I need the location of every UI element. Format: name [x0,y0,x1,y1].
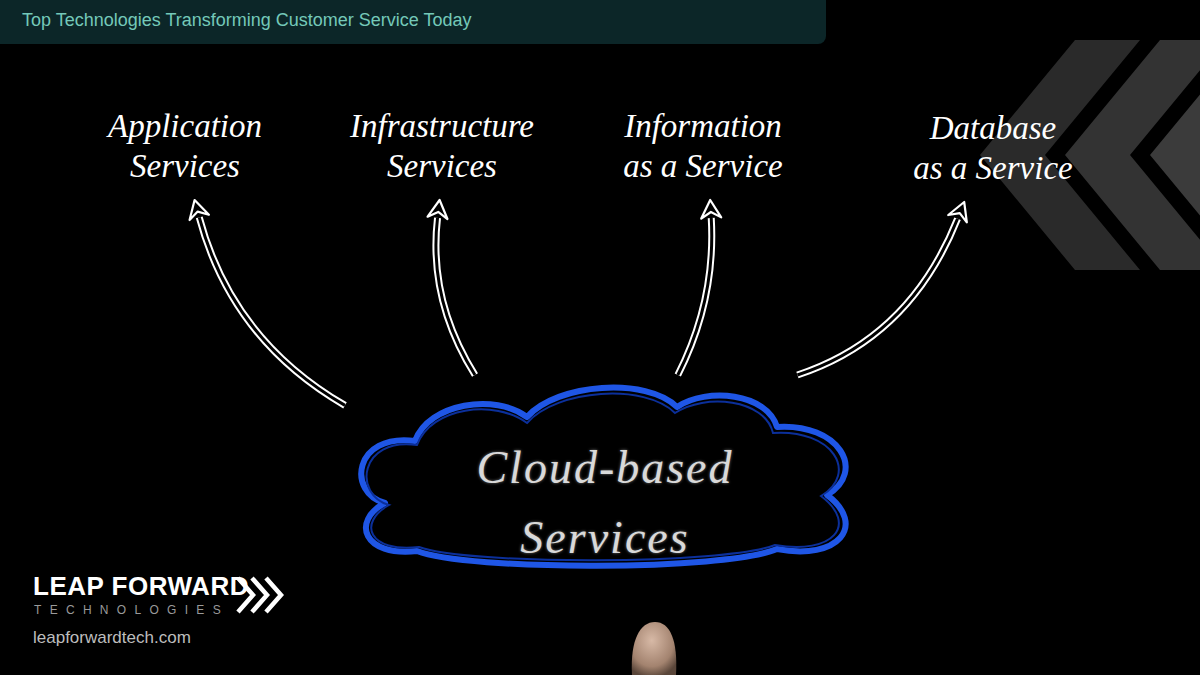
cloud-label: Cloud-based Services [435,433,775,573]
arrow-head [190,200,209,220]
logo-name: LEAP FORWARD [33,571,249,602]
service-label: Database as a Service [873,108,1113,188]
title-text: Top Technologies Transforming Customer S… [22,10,472,31]
title-banner: Top Technologies Transforming Customer S… [0,0,826,44]
service-node: Information as a Service [583,100,823,200]
arrow-shaft-fill [199,217,345,405]
cloud-node: Cloud-based Services [345,375,865,565]
service-label: Information as a Service [583,106,823,186]
arrow-shaft-outline [678,218,712,375]
website-url: leapforwardtech.com [33,628,191,648]
service-node: Application Services [65,100,305,200]
arrow-shaft-outline [436,218,475,375]
arrow-head [428,200,448,219]
arrow-shaft-fill [436,218,475,375]
arrow-shaft-outline [199,217,345,405]
arrow-shaft-outline [797,219,957,375]
logo-subtitle: TECHNOLOGIES [34,603,229,617]
service-node: Database as a Service [873,102,1113,202]
connector-arrow [678,200,721,375]
connector-arrow [797,202,966,375]
connector-arrow [428,200,475,375]
arrow-shaft-fill [678,218,712,375]
service-label: Application Services [65,106,305,186]
finger-tip [632,622,677,675]
connector-arrow [190,200,345,405]
service-label: Infrastructure Services [322,106,562,186]
service-node: Infrastructure Services [322,100,562,200]
arrow-head [948,202,967,222]
arrow-shaft-fill [797,219,957,375]
arrow-head [701,200,721,219]
